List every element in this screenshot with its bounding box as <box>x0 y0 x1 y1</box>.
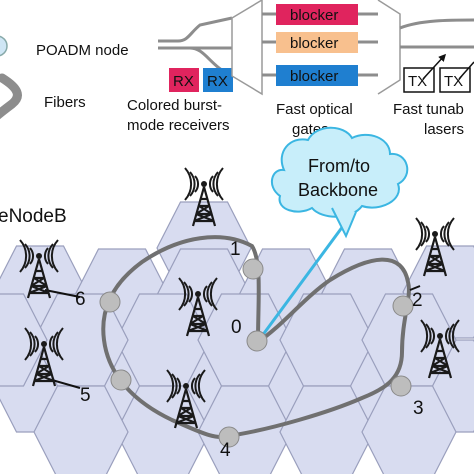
ring-node-4 <box>218 426 240 448</box>
enodeb-label: eNodeB <box>0 206 67 227</box>
blocker-1 <box>276 4 358 25</box>
ring-node-5 <box>110 369 132 391</box>
node-number-1: 1 <box>230 239 241 260</box>
node-number-3: 3 <box>413 398 424 419</box>
lasers-caption-line2: lasers <box>424 121 464 138</box>
tx-box-2 <box>439 67 471 93</box>
lasers-caption-line1: Fast tunab <box>393 101 464 118</box>
backbone-cloud: From/to Backbone <box>270 126 409 239</box>
receivers: RX RX Colored burst- mode receivers <box>127 68 233 134</box>
node-number-5: 5 <box>80 385 91 406</box>
fiber-icon <box>0 73 22 120</box>
blocker-label-3: blocker <box>290 68 338 85</box>
ring-node-1 <box>242 258 264 280</box>
hex-cell-18 <box>0 293 48 387</box>
node-numbers: 1 2 3 4 5 6 0 <box>75 239 424 461</box>
rx-label-1: RX <box>173 73 194 90</box>
rx-box-1 <box>169 68 199 92</box>
node-number-0: 0 <box>231 317 242 338</box>
gate-frame-right <box>377 0 401 95</box>
input-fibers <box>158 16 233 78</box>
hex-cell-22 <box>33 385 129 474</box>
cloud-shape <box>270 126 409 218</box>
cloud-tail <box>331 207 357 239</box>
optical-gates: blocker blocker blocker Fast optical gat… <box>231 0 401 138</box>
rx-label-2: RX <box>207 73 228 90</box>
lasers: TX TX Fast tunab lasers <box>393 18 474 138</box>
gate-frame-left <box>231 0 263 96</box>
tune-arrow-1 <box>422 53 447 80</box>
ring-node-3 <box>390 375 412 397</box>
tune-arrow-2 <box>458 61 474 80</box>
blocker-label-1: blocker <box>290 7 338 24</box>
backbone-link <box>260 221 348 337</box>
rx-box-2 <box>203 68 233 92</box>
ring-nodes <box>99 258 414 448</box>
node-legend: POADM node Fibers <box>0 35 129 120</box>
node-number-4: 4 <box>220 440 231 461</box>
ring-node-0 <box>246 330 268 352</box>
ring-node-2 <box>392 295 414 317</box>
poadm-node-label: POADM node <box>36 42 129 59</box>
ring-node-6 <box>99 291 121 313</box>
cloud-line-2: Backbone <box>298 180 378 200</box>
cloud-line-1: From/to <box>308 156 370 176</box>
tower-links <box>44 285 421 389</box>
receivers-caption-line2: mode receivers <box>127 117 230 134</box>
node-number-6: 6 <box>75 289 86 310</box>
blocker-3 <box>276 65 358 86</box>
node-number-2: 2 <box>412 290 423 311</box>
tx-label-2: TX <box>444 73 463 90</box>
receivers-caption-line1: Colored burst- <box>127 97 222 114</box>
fibers-label: Fibers <box>44 94 86 111</box>
blocker-label-2: blocker <box>290 35 338 52</box>
tx-label-1: TX <box>408 73 427 90</box>
blocker-2 <box>276 32 358 53</box>
poadm-node-icon <box>0 35 8 57</box>
gates-caption-line1: Fast optical <box>276 101 353 118</box>
